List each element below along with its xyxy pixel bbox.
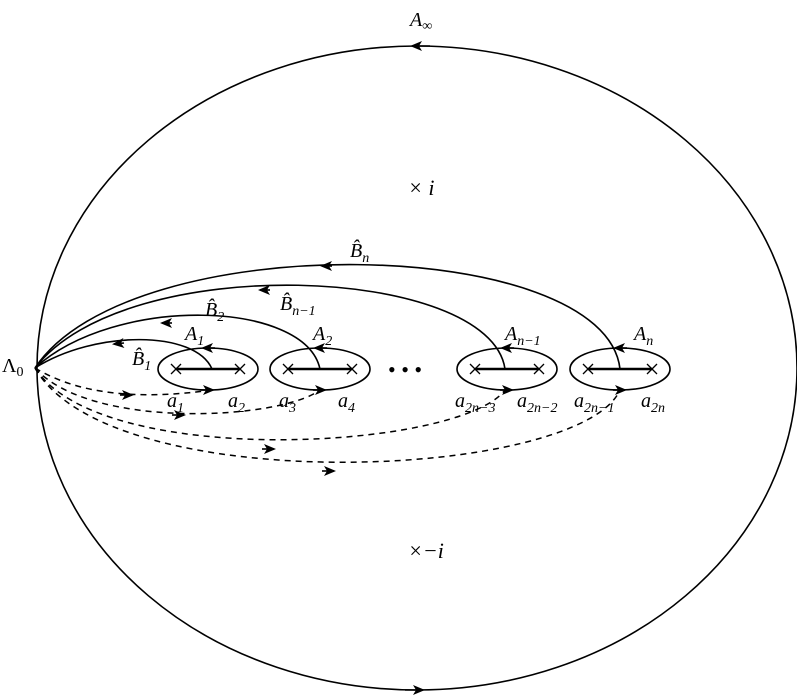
- dashed-path-n-1: [34, 367, 506, 441]
- a-infinity-label: A∞: [408, 9, 432, 34]
- b-hat-1-label: B̂1: [132, 347, 151, 374]
- b-hat-1-arrow: [112, 338, 125, 348]
- dashed-path-1: [34, 367, 213, 396]
- a-n-label: An: [632, 323, 653, 349]
- point-i-label: × i: [408, 175, 434, 200]
- a-n-1-label: An−1: [503, 323, 541, 349]
- branch-cut-1: [170, 363, 246, 375]
- point-minus-i-label: ×−i: [408, 538, 444, 563]
- b-hat-2-curve: [34, 314, 321, 370]
- b-hat-n-1-label: B̂n−1: [280, 292, 316, 319]
- branch-point-a2n-1-label: a2n−1: [574, 390, 614, 416]
- lambda-0-label: Λ0: [2, 355, 24, 380]
- branch-point-a2n-2-label: a2n−2: [517, 390, 557, 416]
- branch-cut-n-1: [469, 363, 545, 375]
- dashed-path-n: [34, 367, 621, 463]
- branch-point-a4-label: a4: [338, 390, 355, 416]
- branch-point-a2n-3-label: a2n−3: [455, 390, 495, 416]
- a-1-label: A1: [183, 323, 204, 349]
- b-hat-n-label: B̂n: [350, 239, 369, 266]
- b-hat-2-label: B̂2: [205, 298, 224, 325]
- branch-point-a1-label: a1: [167, 390, 184, 416]
- ellipsis-dots: • • •: [388, 357, 422, 382]
- branch-point-a2n-label: a2n: [641, 390, 665, 416]
- a-2-label: A2: [311, 323, 332, 349]
- b-hat-n-curve: [34, 263, 621, 370]
- branch-point-a2-label: a2: [228, 390, 245, 416]
- b-hat-1-curve: [34, 338, 213, 370]
- branch-point-a3-label: a3: [279, 390, 296, 416]
- b-hat-n-1-curve: [34, 284, 506, 370]
